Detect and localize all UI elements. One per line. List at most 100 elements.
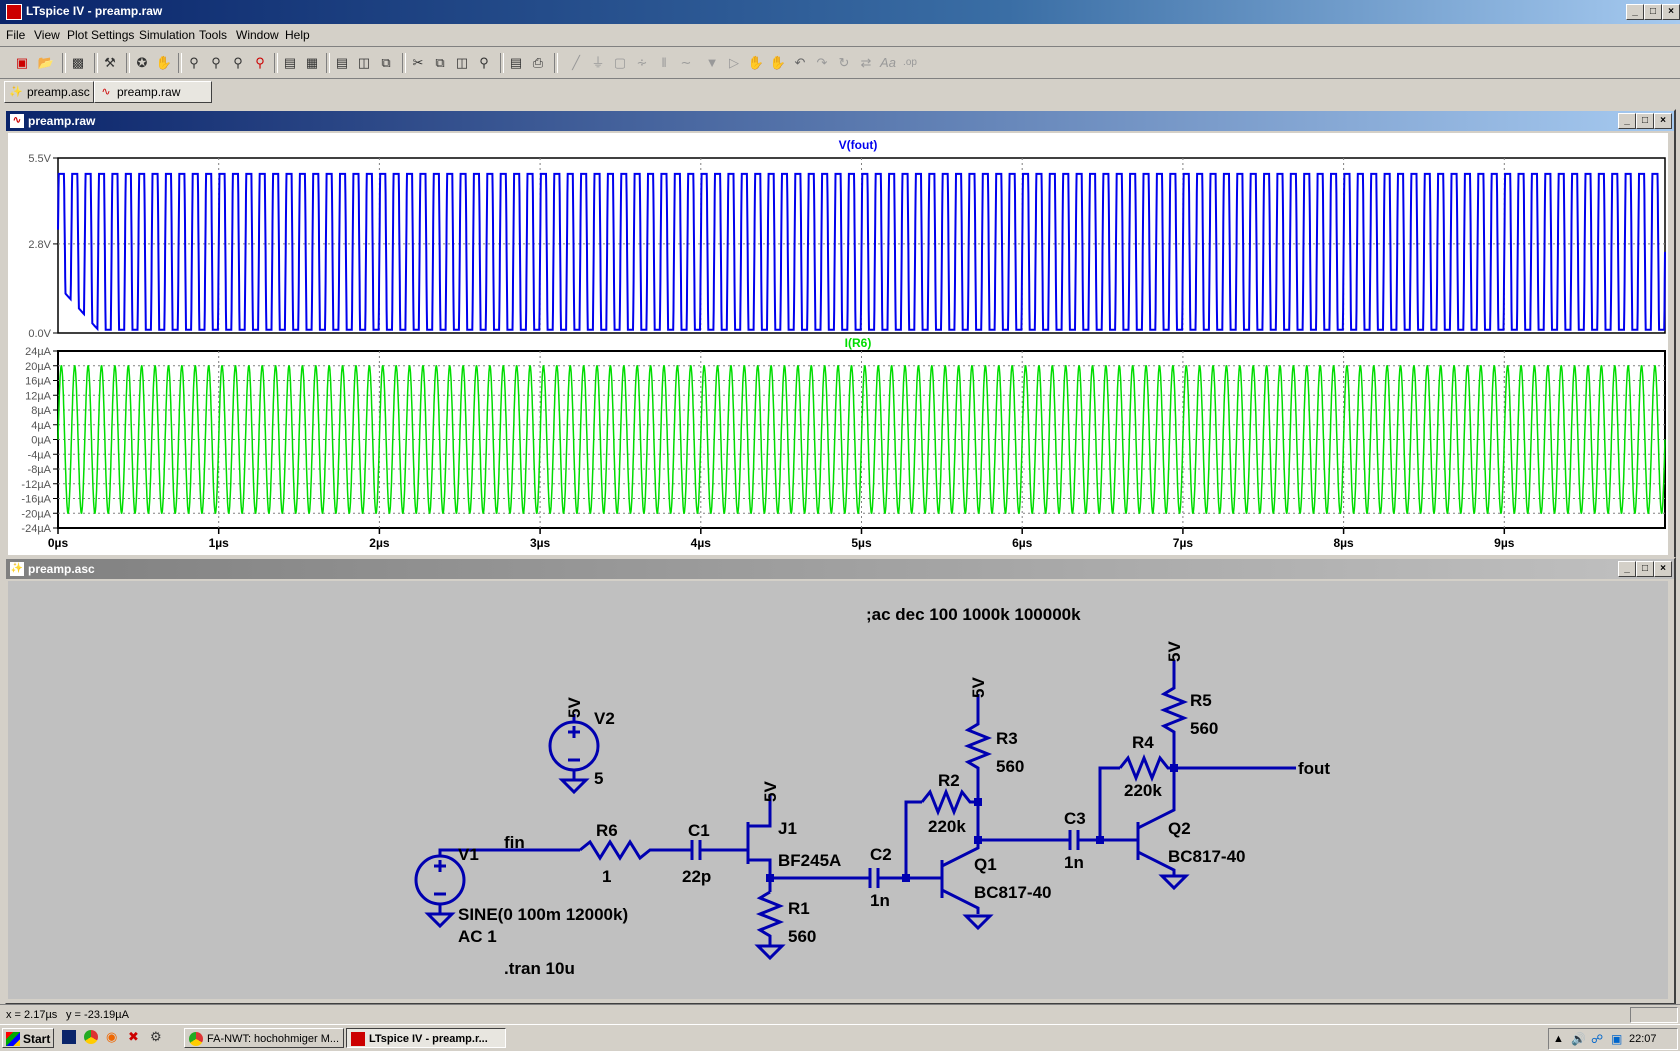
menu-simulation[interactable]: Simulation (139, 28, 196, 42)
run-icon[interactable]: ✪ (136, 55, 148, 70)
rotate-icon[interactable]: ↻ (838, 55, 850, 70)
r5-supply-label: 5V (1165, 641, 1184, 662)
tool-icon[interactable]: ✖ (128, 1029, 139, 1044)
move-icon[interactable]: ✋ (747, 55, 765, 70)
undo-icon[interactable]: ↶ (794, 55, 806, 70)
r6-name: R6 (596, 821, 618, 840)
save-icon[interactable]: ▩ (71, 55, 85, 70)
mirror-icon[interactable]: ⇄ (860, 55, 872, 70)
tab-preamp-raw[interactable]: ∿ preamp.raw (94, 81, 212, 103)
v2-source[interactable] (548, 714, 600, 795)
c1-capacitor[interactable] (690, 840, 740, 860)
pane2-trace-ir6[interactable] (57, 365, 1666, 514)
taskbar-item-ltspice[interactable]: LTspice IV - preamp.r... (346, 1028, 506, 1048)
x-tick-label: 9µs (1494, 536, 1515, 550)
r3-resistor[interactable] (963, 694, 993, 772)
show-desktop-icon[interactable] (62, 1030, 76, 1044)
firefox-icon[interactable]: ◉ (106, 1029, 118, 1044)
paste-icon[interactable]: ◫ (455, 55, 469, 70)
print-preview-icon[interactable]: ▤ (509, 55, 523, 70)
r2-resistor[interactable] (920, 787, 978, 817)
component-icon[interactable]: ▷ (729, 55, 739, 70)
maximize-button[interactable]: □ (1644, 4, 1662, 20)
r1-resistor[interactable] (755, 890, 785, 946)
menu-tools[interactable]: Tools (199, 28, 228, 42)
r5-resistor[interactable] (1159, 660, 1189, 768)
new-schematic-icon[interactable]: ▣ (15, 55, 29, 70)
zoom-cancel-icon[interactable]: ⚲ (255, 55, 265, 70)
zoom-out-icon[interactable]: ⚲ (211, 55, 221, 70)
drag-icon[interactable]: ✋ (769, 55, 787, 70)
menu-help[interactable]: Help (285, 28, 310, 42)
q1-model: BC817-40 (974, 883, 1052, 902)
waveform-close-button[interactable]: × (1654, 113, 1672, 129)
y-tick-label: -16µA (21, 494, 51, 506)
j1-jfet[interactable] (740, 794, 772, 878)
waveform-plot-area[interactable]: V(fout) 5.5V2.8V0.0V I(R6) 24µA20µA16µA1… (8, 133, 1668, 555)
waveform-maximize-button[interactable]: □ (1636, 113, 1654, 129)
tab-preamp-asc[interactable]: ✨ preamp.asc (4, 81, 94, 103)
text-icon[interactable]: Aa (880, 55, 896, 70)
r4-resistor[interactable] (1118, 753, 1174, 783)
cascade-icon[interactable]: ⧉ (381, 55, 391, 70)
print-icon[interactable]: ⎙ (532, 55, 544, 70)
inductor-icon[interactable]: ∼ (680, 55, 692, 70)
v1-source[interactable] (414, 848, 580, 929)
menu-view[interactable]: View (34, 28, 60, 42)
copy-icon[interactable]: ⧉ (435, 55, 445, 70)
resistor-icon[interactable]: ∻ (636, 55, 648, 70)
r6-value: 1 (602, 867, 611, 886)
tray-expand-icon[interactable]: ▲ (1553, 1033, 1564, 1045)
tile-horizontal-icon[interactable]: ▤ (335, 55, 349, 70)
menu-plot-settings[interactable]: Plot Settings (67, 28, 135, 42)
schematic-minimize-button[interactable]: _ (1618, 561, 1636, 577)
tile-vertical-icon[interactable]: ◫ (357, 55, 371, 70)
minimize-button[interactable]: _ (1626, 4, 1644, 20)
pane1-trace-vfout[interactable] (57, 172, 1666, 332)
chrome-icon (189, 1032, 203, 1046)
ground-icon[interactable]: ⏚ (591, 55, 605, 70)
menu-file[interactable]: File (6, 28, 26, 42)
volume-icon[interactable]: 🔊 (1571, 1032, 1586, 1046)
find-icon[interactable]: ⚲ (479, 55, 489, 70)
zoom-full-icon[interactable]: ⚲ (233, 55, 243, 70)
v1-value: SINE(0 100m 12000k) (458, 905, 628, 924)
c3-capacitor[interactable] (1068, 830, 1138, 850)
c1-value: 22p (682, 867, 711, 886)
autorange-icon[interactable]: ▤ (283, 55, 297, 70)
chrome-icon[interactable] (84, 1030, 98, 1044)
tran-directive[interactable]: .tran 10u (504, 959, 575, 978)
redo-icon[interactable]: ↷ (816, 55, 828, 70)
schematic-close-button[interactable]: × (1654, 561, 1672, 577)
q2-transistor[interactable] (1136, 768, 1190, 891)
diode-icon[interactable]: ▼ (705, 55, 719, 70)
control-panel-icon[interactable]: ⚒ (104, 55, 116, 70)
schematic-maximize-button[interactable]: □ (1636, 561, 1654, 577)
halt-icon[interactable]: ✋ (155, 55, 173, 70)
cut-icon[interactable]: ✂ (412, 55, 424, 70)
taskbar-item-chrome[interactable]: FA-NWT: hochohmiger M... (184, 1028, 344, 1048)
zoom-in-icon[interactable]: ⚲ (189, 55, 199, 70)
title-bar: LTspice IV - preamp.raw _ □ × (0, 0, 1680, 24)
open-icon[interactable]: 📂 (37, 55, 55, 70)
settings-icon[interactable]: ⚙ (150, 1029, 162, 1044)
ac-directive[interactable]: ;ac dec 100 1000k 100000k (866, 605, 1081, 624)
display-icon[interactable]: ▣ (1611, 1032, 1623, 1046)
label-icon[interactable]: ▢ (613, 55, 627, 70)
pane1-trace-label[interactable]: V(fout) (839, 138, 878, 152)
net-fin-label: fin (504, 833, 525, 852)
network-icon[interactable]: ☍ (1591, 1032, 1604, 1046)
r6-resistor[interactable] (579, 839, 692, 861)
spice-directive-icon[interactable]: .op (903, 57, 917, 68)
pane2-trace-label[interactable]: I(R6) (845, 336, 872, 350)
wire-icon[interactable]: ╱ (572, 55, 580, 70)
start-button[interactable]: Start (2, 1028, 54, 1048)
vertical-autorange-icon[interactable]: ▦ (305, 55, 319, 70)
schematic-canvas[interactable]: ;ac dec 100 1000k 100000k .tran 10u V2 5… (8, 581, 1668, 999)
menu-window[interactable]: Window (236, 28, 279, 42)
taskbar: Start ◉ ✖ ⚙ FA-NWT: hochohmiger M... LTs… (0, 1024, 1680, 1051)
capacitor-icon[interactable]: ‖ (661, 55, 667, 70)
r2-value: 220k (928, 817, 966, 836)
close-button[interactable]: × (1662, 4, 1680, 20)
waveform-minimize-button[interactable]: _ (1618, 113, 1636, 129)
